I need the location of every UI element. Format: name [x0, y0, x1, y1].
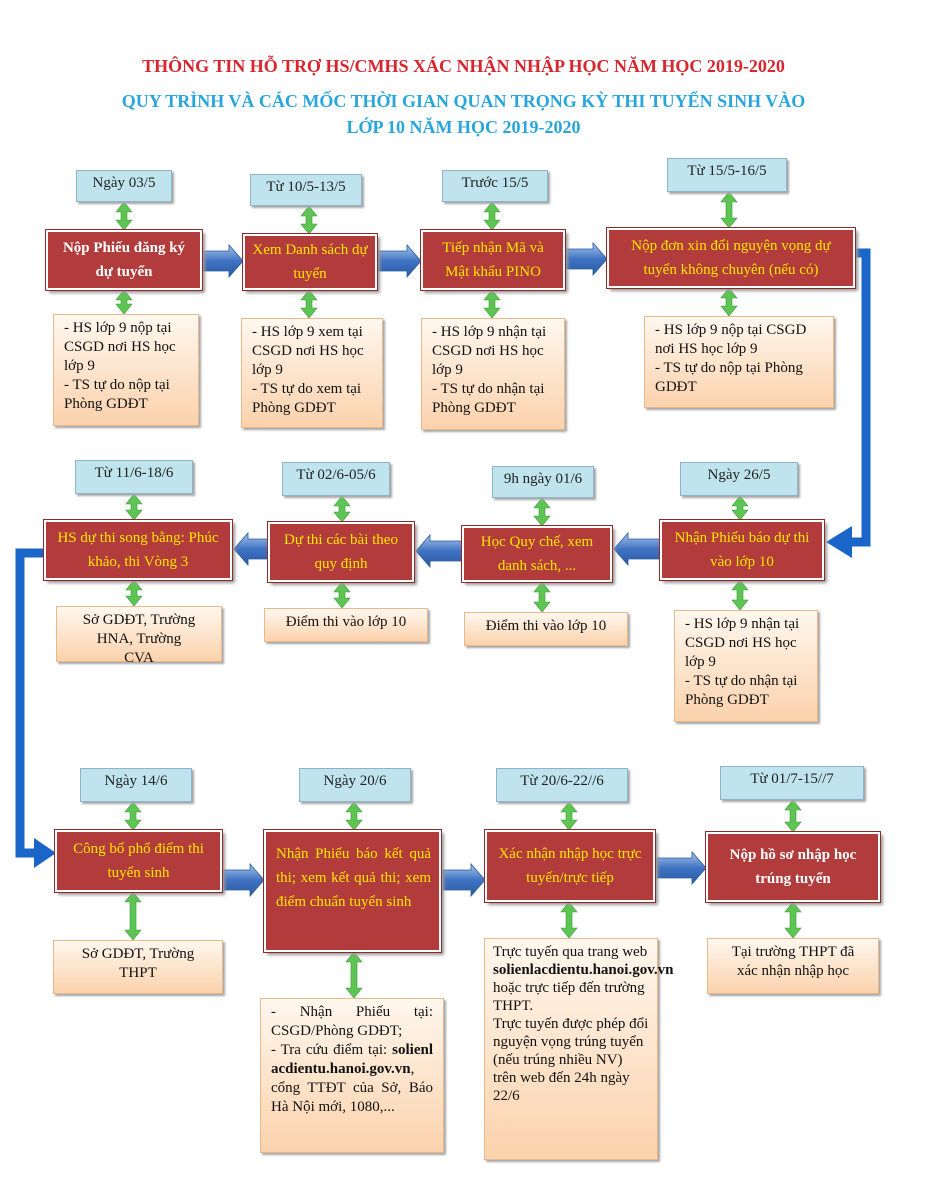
- blue-arrow-8: [442, 862, 486, 898]
- green-arrow-15: [125, 493, 143, 521]
- note-step-2: - HS lớp 9 xem tại CSGD nơi HS học lớp 9…: [241, 318, 383, 428]
- step-9-box: Công bố phổ điểm thi tuyển sinh: [54, 829, 223, 893]
- green-arrow-2: [115, 289, 133, 315]
- date-box-step-9: Ngày 14/6: [80, 768, 192, 802]
- green-arrow-6: [483, 289, 501, 319]
- date-box-step-8: Từ 11/6-18/6: [75, 460, 193, 494]
- step-6-box: Học Quy chế, xem danh sách, ...: [461, 525, 613, 583]
- note-step-10: - Nhận Phiếu tại: CSGD/Phòng GDĐT; - Tra…: [260, 998, 444, 1153]
- note-step-12: Tại trường THPT đã xác nhận nhập học: [707, 938, 879, 994]
- subtitle-line-2: LỚP 10 NĂM HỌC 2019-2020: [346, 117, 581, 137]
- green-arrow-21: [560, 801, 578, 831]
- step-4-box: Nộp đơn xin đổi nguyện vọng dự tuyển khô…: [606, 227, 856, 289]
- step-2-box: Xem Danh sách dự tuyển: [242, 233, 378, 291]
- green-arrow-7: [720, 191, 738, 229]
- note-step-10-text-b: , cổng TTĐT của Sở, Báo Hà Nội mới, 1080…: [271, 1061, 433, 1115]
- green-arrow-8: [720, 287, 738, 317]
- date-box-step-6: 9h ngày 01/6: [492, 466, 594, 498]
- green-arrow-20: [345, 951, 363, 999]
- step-3-box: Tiếp nhận Mã và Mật khẩu PINO: [420, 229, 566, 291]
- note-step-11-text-b: hoặc trực tiếp đến trường THPT. Trực tuy…: [493, 980, 649, 1104]
- green-arrow-19: [345, 801, 363, 831]
- date-box-step-10: Ngày 20/6: [299, 768, 411, 802]
- page-subtitle: QUY TRÌNH VÀ CÁC MỐC THỜI GIAN QUAN TRỌN…: [0, 88, 927, 140]
- green-arrow-4: [300, 289, 318, 319]
- step-1-box: Nộp Phiếu đăng ký dự tuyển: [45, 229, 203, 291]
- green-arrow-11: [533, 497, 551, 527]
- flow-connector-right: [845, 248, 871, 547]
- subtitle-line-1: QUY TRÌNH VÀ CÁC MỐC THỜI GIAN QUAN TRỌN…: [121, 91, 806, 111]
- green-arrow-17: [124, 801, 142, 831]
- green-arrow-5: [483, 201, 501, 231]
- green-connector-arrows: [115, 191, 802, 999]
- note-step-7: Điểm thi vào lớp 10: [264, 608, 428, 642]
- green-arrow-18: [124, 891, 142, 941]
- note-step-5: - HS lớp 9 nhận tại CSGD nơi HS học lớp …: [674, 610, 818, 722]
- green-arrow-12: [533, 581, 551, 613]
- date-box-step-2: Từ 10/5-13/5: [250, 174, 362, 206]
- step-11-box: Xác nhận nhập học trực tuyến/trực tiếp: [484, 829, 656, 903]
- date-box-step-4: Từ 15/5-16/5: [667, 158, 787, 192]
- date-box-step-11: Từ 20/6-22//6: [496, 768, 628, 802]
- note-step-11: Trực tuyến qua trang web solienlacdientu…: [484, 938, 673, 1160]
- date-box-step-1: Ngày 03/5: [76, 170, 172, 202]
- note-step-10-text-a: - Nhận Phiếu tại: CSGD/Phòng GDĐT; - Tra…: [271, 1004, 433, 1058]
- date-box-step-7: Từ 02/6-05/6: [282, 462, 390, 496]
- green-arrow-24: [784, 901, 802, 939]
- step-5-box: Nhận Phiếu báo dự thi vào lớp 10: [659, 519, 825, 581]
- blue-arrow-6: [233, 531, 269, 567]
- green-arrow-16: [125, 579, 143, 607]
- flow-connector-left-head: [34, 838, 56, 868]
- date-box-step-3: Trước 15/5: [442, 170, 548, 202]
- green-arrow-13: [333, 495, 351, 523]
- note-step-1: - HS lớp 9 nộp tại CSGD nơi HS học lớp 9…: [53, 314, 199, 426]
- green-arrow-9: [731, 495, 749, 521]
- green-arrow-1: [115, 201, 133, 231]
- page-title: THÔNG TIN HỖ TRỢ HS/CMHS XÁC NHẬN NHẬP H…: [142, 56, 785, 76]
- step-7-box: Dự thi các bài theo quy định: [267, 521, 415, 583]
- note-step-9: Sở GDĐT, Trường THPT: [53, 940, 223, 994]
- note-step-11-text-a: Trực tuyến qua trang web: [493, 944, 648, 960]
- note-step-4: - HS lớp 9 nộp tại CSGD nơi HS học lớp 9…: [644, 316, 834, 408]
- flow-connector-left: [15, 548, 44, 858]
- step-12-box: Nộp hồ sơ nhập học trúng tuyển: [705, 831, 881, 903]
- blue-arrow-1: [202, 243, 244, 279]
- step-10-box: Nhận Phiếu báo kết quả thi; xem kết quả …: [263, 829, 442, 953]
- note-step-10-link: solienlacdientu.hanoi.gov.vn: [271, 1042, 433, 1077]
- green-arrow-10: [731, 579, 749, 611]
- step-8-box: HS dự thi song bằng: Phúc khảo, thi Vòng…: [43, 519, 233, 581]
- note-step-8: Sở GDĐT, Trường HNA, Trường CVA: [56, 606, 222, 666]
- blue-flow-arrows: [202, 241, 707, 898]
- note-step-11-link: solienlacdientu.hanoi.gov.vn: [493, 962, 674, 978]
- green-arrow-23: [784, 799, 802, 833]
- blue-arrow-7: [223, 862, 265, 898]
- flow-connector-right-head: [826, 526, 852, 558]
- green-arrow-3: [300, 205, 318, 235]
- blue-arrow-5: [415, 533, 463, 569]
- blue-arrow-3: [565, 241, 608, 277]
- green-arrow-22: [560, 901, 578, 939]
- blue-arrow-2: [377, 243, 422, 279]
- note-step-3: - HS lớp 9 nhận tại CSGD nơi HS học lớp …: [421, 318, 565, 430]
- date-box-step-5: Ngày 26/5: [680, 462, 798, 496]
- blue-arrow-4: [613, 531, 661, 567]
- blue-arrow-9: [656, 850, 707, 886]
- date-box-step-12: Từ 01/7-15//7: [720, 766, 864, 800]
- note-step-6: Điểm thi vào lớp 10: [464, 612, 628, 646]
- green-arrow-14: [333, 581, 351, 609]
